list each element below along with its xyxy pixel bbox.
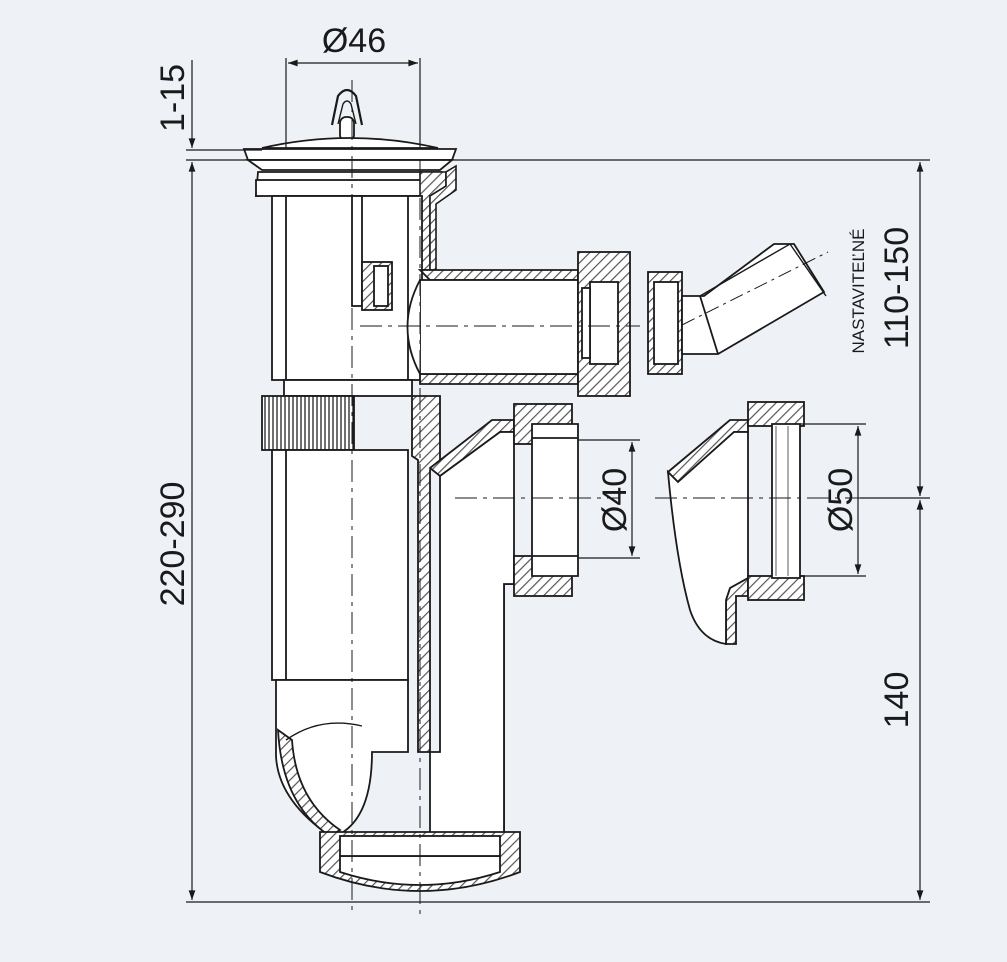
stopper-ring <box>330 88 364 126</box>
note-adjustable: NASTAVITEĽNÉ <box>849 228 868 353</box>
adjustable-elbow <box>647 243 829 375</box>
dim-stopper-gap: 1-15 <box>154 64 192 132</box>
overflow-wall <box>419 164 457 271</box>
side-overflow-outlet <box>406 251 631 397</box>
outlet-adapter-50 <box>666 401 805 646</box>
dimension-lines <box>186 58 930 903</box>
drain-flange <box>242 148 458 161</box>
dim-outlet-diameter-50: Ø50 <box>822 468 860 532</box>
outlet-coupling-40 <box>513 403 579 597</box>
inlet-tube <box>261 195 423 681</box>
dim-stopper-diameter: Ø46 <box>322 22 386 60</box>
center-lines <box>351 80 860 920</box>
drain-head <box>242 88 458 197</box>
dim-total-height: 220-290 <box>154 482 192 607</box>
dim-outlet-height: 140 <box>878 672 916 729</box>
knurled-nut <box>261 395 355 451</box>
stopper-cap <box>261 137 439 149</box>
dim-side-height: 110-150 <box>878 227 916 349</box>
dim-outlet-diameter-40: Ø40 <box>596 468 634 532</box>
